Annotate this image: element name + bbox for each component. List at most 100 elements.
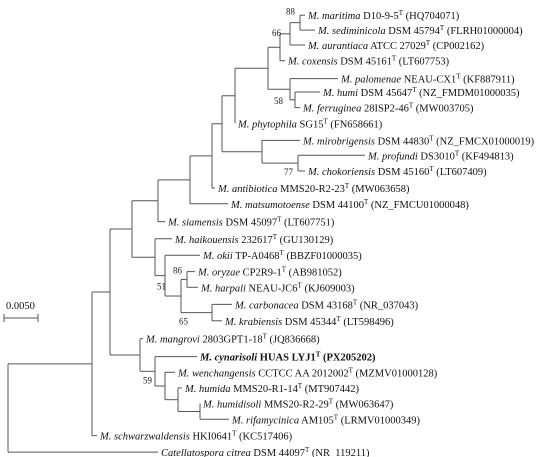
taxon-strain: DSM 45344 (282, 317, 337, 328)
taxon-genus: M. okii (202, 251, 233, 262)
taxon-genus: M. wenchangensis (177, 368, 256, 379)
taxon-accession: (HQ704071) (403, 11, 460, 22)
taxon-strain: DSM 44100 (310, 200, 364, 211)
taxon-genus: M. profundi (367, 151, 418, 162)
taxon-label-citrea: Catellatospora citrea DSM 44097T (NR_119… (161, 446, 370, 457)
taxon-accession: (FLRH01000004) (444, 26, 523, 37)
taxon-strain: HUAS LYJ1 (257, 353, 316, 364)
type-strain-mark: T (263, 333, 268, 341)
taxon-genus: M. ferruginea (302, 104, 361, 115)
bootstrap-value: 65 (179, 317, 189, 327)
type-strain-mark: T (316, 351, 321, 359)
taxon-label-humi: M. humi DSM 45647T (NZ_FMDM01000035) (322, 86, 520, 99)
type-strain-mark: T (273, 233, 278, 241)
taxon-label-phytophila: M. phytophila SG15T (FN658661) (237, 117, 383, 130)
taxon-label-carbonacea: M. carbonacea DSM 43168T (NR_037043) (234, 298, 419, 311)
type-strain-mark: T (323, 117, 328, 125)
taxon-genus: M. palomenae (340, 75, 401, 86)
type-strain-mark: T (282, 266, 287, 274)
type-strain-mark: T (455, 149, 460, 157)
taxon-genus: M. cynarisoli (199, 353, 257, 364)
taxon-genus: M. aurantiaca (307, 41, 368, 52)
taxon-accession: (NR_119211) (309, 448, 370, 457)
taxon-strain: DSM 45161 (338, 57, 392, 68)
taxon-genus: M. coxensis (287, 57, 338, 68)
taxon-accession: (CP002162) (430, 41, 484, 52)
taxon-genus: M. mangrovi (145, 335, 200, 346)
taxon-accession: (NZ_FMCX01000019) (434, 136, 535, 147)
type-strain-mark: T (336, 315, 341, 323)
taxon-accession: (LRMV01000349) (338, 415, 420, 426)
taxon-label-haikouensis: M. haikouensis 232617T (GU130129) (174, 233, 334, 246)
taxon-accession: (MW063647) (333, 400, 394, 411)
taxon-label-chokoriensis: M. chokoriensis DSM 45160T (LT607409) (307, 165, 487, 178)
taxon-label-profundi: M. profundi DS3010T (KF494813) (367, 149, 514, 162)
taxon-label-mirobrigensis: M. mirobrigensis DSM 44830T (NZ_FMCX0100… (302, 134, 535, 147)
taxon-genus: M. humida (184, 384, 231, 395)
taxon-genus: M. humidisoli (202, 400, 261, 411)
type-strain-mark: T (298, 281, 303, 289)
taxon-genus: M. phytophila (237, 119, 297, 130)
taxon-strain: MMS20-R2-23 (278, 184, 345, 195)
taxon-accession: (PX205202) (320, 353, 376, 364)
type-strain-mark: T (429, 134, 434, 142)
taxon-strain: DSM 44830 (375, 136, 429, 147)
taxon-label-coxensis: M. coxensis DSM 45161T (LT607753) (287, 55, 450, 68)
taxon-accession: (NZ_FMCU01000048) (368, 200, 469, 211)
taxon-label-harpali: M. harpali NEAU-JC6T (KJ609003) (200, 281, 355, 294)
taxon-label-wenchangensis: M. wenchangensis CCTCC AA 2012002T (MZMV… (177, 366, 438, 379)
taxon-accession: (KC517406) (236, 432, 292, 443)
taxon-genus: M. oryzae (197, 268, 240, 279)
taxon-strain: 2803GPT1-18 (200, 335, 263, 346)
taxon-label-schwarzwaldensis: M. schwarzwaldensis HKI0641T (KC517406) (99, 430, 293, 443)
taxon-label-aurantiaca: M. aurantiaca ATCC 27029T (CP002162) (307, 39, 485, 52)
bootstrap-value: 51 (157, 282, 166, 292)
taxon-genus: M. harpali (200, 283, 246, 294)
taxon-strain: HKI0641 (190, 432, 232, 443)
taxon-label-humida: M. humida MMS20-R1-14T (MT907442) (184, 382, 360, 395)
taxon-strain: DSM 45160 (375, 167, 429, 178)
taxon-strain: DS3010 (418, 151, 455, 162)
type-strain-mark: T (399, 9, 404, 17)
taxon-strain: NEAU-CX1 (401, 75, 456, 86)
taxon-label-mangrovi: M. mangrovi 2803GPT1-18T (JQ836668) (145, 333, 320, 346)
taxon-genus: Catellatospora citrea (161, 448, 251, 457)
type-strain-mark: T (456, 73, 461, 81)
taxon-strain: DSM 45097 (223, 218, 277, 229)
type-strain-mark: T (392, 55, 397, 63)
taxon-genus: M. chokoriensis (307, 167, 375, 178)
taxon-label-krabiensis: M. krabiensis DSM 45344T (LT598496) (224, 315, 394, 328)
type-strain-mark: T (345, 182, 350, 190)
taxon-accession: (LT607751) (281, 218, 334, 229)
taxon-label-oryzae: M. oryzae CP2R9-1T (AB981052) (197, 266, 342, 279)
taxon-strain: DSM 45647 (358, 88, 412, 99)
taxon-strain: ATCC 27029 (368, 41, 426, 52)
taxon-label-ferruginea: M. ferruginea 28ISP2-46T (MW003705) (302, 102, 474, 115)
taxon-label-antibiotica: M. antibiotica MMS20-R2-23T (MW063658) (217, 182, 410, 195)
taxon-accession: (KJ609003) (302, 283, 355, 294)
taxon-accession: (NZ_FMDM01000035) (417, 88, 520, 99)
taxon-accession: (MT907442) (302, 384, 359, 395)
taxon-accession: (FN658661) (328, 119, 383, 130)
type-strain-mark: T (298, 382, 303, 390)
taxon-genus: M. rifamycinica (231, 415, 299, 426)
taxon-accession: (NR_037043) (357, 300, 418, 311)
taxon-genus: M. matsumotoense (230, 200, 310, 211)
taxon-label-maritima: M. maritima D10-9-5T (HQ704071) (307, 9, 460, 22)
taxon-accession: (AB981052) (286, 268, 342, 279)
taxon-genus: M. carbonacea (234, 300, 299, 311)
scale-bar-label: 0.0050 (6, 301, 35, 312)
taxon-strain: AM105 (299, 415, 334, 426)
taxon-genus: M. antibiotica (217, 184, 278, 195)
taxon-label-sediminicola: M. sediminicola DSM 45794T (FLRH01000004… (317, 24, 523, 37)
taxon-strain: TP-A0468 (233, 251, 280, 262)
taxon-label-humidisoli: M. humidisoli MMS20-R2-29T (MW063647) (202, 398, 394, 411)
taxon-label-rifamycinica: M. rifamycinica AM105T (LRMV01000349) (231, 413, 421, 426)
taxon-accession: (LT598496) (341, 317, 394, 328)
taxon-genus: M. maritima (307, 11, 361, 22)
taxon-strain: MMS20-R2-29 (261, 400, 328, 411)
bootstrap-value: 86 (173, 266, 183, 276)
type-strain-mark: T (305, 446, 310, 454)
bootstrap-value: 77 (284, 167, 294, 177)
